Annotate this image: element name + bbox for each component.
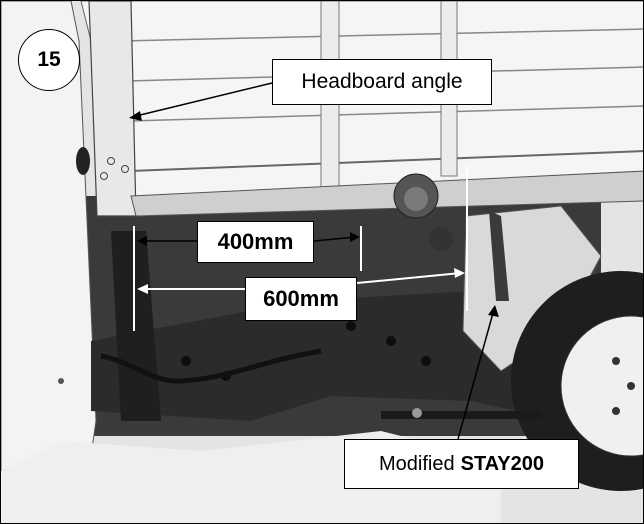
dim-400-arrow-right xyxy=(313,236,357,242)
cab-rear-panel xyxy=(1,1,97,523)
filler-neck xyxy=(429,227,453,251)
headboard-angle-post xyxy=(88,1,137,217)
arrowhead xyxy=(350,232,360,242)
arrowhead xyxy=(488,305,499,317)
headboard-bolt xyxy=(100,172,108,180)
modified-stay200-label: Modified STAY200 xyxy=(344,439,579,489)
stay200-leader xyxy=(457,312,494,440)
lug-hole xyxy=(612,407,620,415)
arrowhead xyxy=(454,268,465,278)
headboard-leader xyxy=(135,82,273,117)
dim-600-arrow-right xyxy=(356,272,462,284)
headboard-angle-label: Headboard angle xyxy=(272,59,492,105)
step-number-badge: 15 xyxy=(18,29,80,91)
lug-hole xyxy=(627,382,635,390)
wheel-rim xyxy=(560,315,643,457)
arrowhead xyxy=(129,111,142,121)
frame-hole xyxy=(421,356,431,366)
cab-grommet xyxy=(76,147,90,175)
dimension-400mm-label: 400mm xyxy=(197,221,314,263)
bed-rib xyxy=(128,105,643,122)
fuel-cap-center xyxy=(404,187,428,211)
spring-bolt xyxy=(412,408,422,418)
frame-hole xyxy=(386,336,396,346)
cab-bolt xyxy=(58,378,64,384)
bed-floor xyxy=(130,170,643,217)
frame-hole xyxy=(346,321,356,331)
chassis-frame xyxy=(91,291,561,421)
brake-line xyxy=(100,348,322,384)
headboard-bolt xyxy=(121,165,129,173)
frame-hole xyxy=(181,356,191,366)
leaf-spring xyxy=(381,411,541,419)
bed-rib xyxy=(120,28,643,42)
arrowhead xyxy=(137,284,148,294)
headboard-bolt xyxy=(107,157,115,165)
lug-hole xyxy=(612,357,620,365)
bed-rail xyxy=(130,150,643,172)
stay200-bracket xyxy=(489,211,509,301)
arrowhead xyxy=(137,236,147,246)
part-number-text: STAY200 xyxy=(460,452,544,475)
dimension-600mm-label: 600mm xyxy=(245,277,357,321)
modified-prefix-text: Modified xyxy=(379,452,455,475)
